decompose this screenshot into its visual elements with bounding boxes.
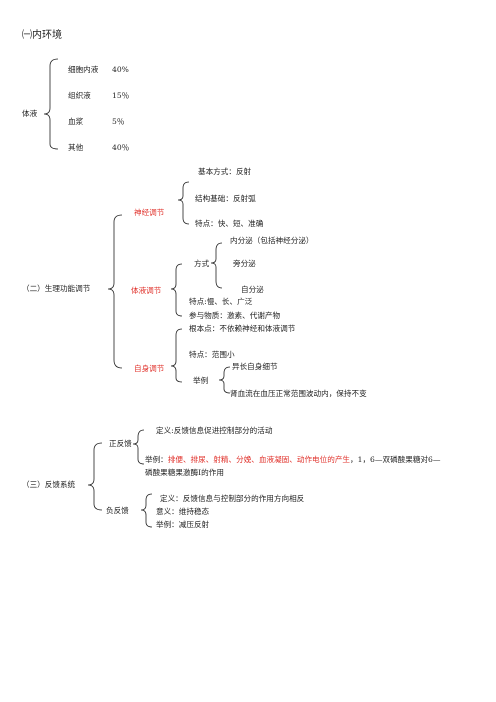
brace-body-fluid — [43, 58, 59, 150]
item-value: 40％ — [112, 143, 130, 152]
item-value: 15％ — [112, 91, 130, 100]
auto-traits: 特点：范围小 — [189, 350, 235, 359]
brace-neural — [177, 181, 190, 225]
auto-example-label: 举例 — [193, 376, 209, 385]
negative-definition: 定义：反馈信息与控制部分的作用方向相反 — [160, 494, 305, 503]
brace-regulation — [107, 214, 123, 369]
negative-meaning: 意义：维持稳态 — [156, 507, 210, 516]
neural-regulation-label: 神经调节 — [134, 208, 165, 217]
brace-auto — [170, 328, 183, 383]
humoral-autocrine: 自分泌 — [241, 285, 264, 294]
neural-mode: 基本方式：反射 — [198, 167, 252, 176]
humoral-mode-label: 方式 — [194, 259, 210, 268]
neural-traits: 特点：快、短、准确 — [195, 219, 264, 228]
neural-basis: 结构基础：反射弧 — [195, 194, 256, 203]
negative-example: 举例：减压反射 — [156, 520, 210, 529]
brace-negative — [140, 493, 153, 528]
positive-example-cont: 磷酸果糖果激酶Ⅰ的作用 — [145, 468, 224, 477]
section-title-internal-environment: ㈠内环境 — [22, 30, 62, 41]
item-name: 组织液 — [68, 91, 91, 100]
brace-positive — [132, 429, 145, 465]
humoral-substances: 参与物质：激素、代谢产物 — [189, 311, 281, 320]
humoral-endocrine: 内分泌（包括神经分泌） — [230, 236, 314, 245]
auto-basic: 根本点：不依赖神经和体液调节 — [189, 324, 296, 333]
item-value: 5％ — [112, 117, 125, 126]
auto-example-1: 异长自身细节 — [232, 362, 278, 371]
item-name: 血浆 — [68, 117, 84, 126]
item-value: 40% — [112, 65, 129, 74]
brace-feedback — [87, 442, 103, 511]
brace-humoral-mode — [210, 242, 223, 289]
negative-feedback-label: 负反馈 — [106, 506, 129, 515]
section-title-regulation: （二）生理功能调节 — [22, 284, 91, 293]
body-fluid-label: 体液 — [22, 109, 38, 118]
auto-regulation-label: 自身调节 — [134, 364, 165, 373]
auto-example-2: 肾血流在血压正常范围波动内，保持不变 — [230, 389, 367, 398]
humoral-paracrine: 旁分泌 — [233, 259, 256, 268]
item-name: 其他 — [68, 143, 84, 152]
humoral-traits: 特点:慢、长、广泛 — [189, 297, 253, 306]
humoral-regulation-label: 体液调节 — [131, 286, 162, 295]
positive-example: 举例：排便、排尿、射精、分娩、血液凝固、动作电位的产生，1，6—双磷酸果糖对6— — [145, 455, 441, 464]
brace-auto-example — [218, 366, 231, 394]
positive-definition: 定义:反馈信息促进控制部分的活动 — [156, 426, 273, 435]
section-title-feedback: （三）反馈系统 — [22, 480, 76, 489]
item-name: 细胞内液 — [68, 65, 99, 74]
brace-humoral — [170, 263, 183, 317]
positive-feedback-label: 正反馈 — [109, 439, 132, 448]
